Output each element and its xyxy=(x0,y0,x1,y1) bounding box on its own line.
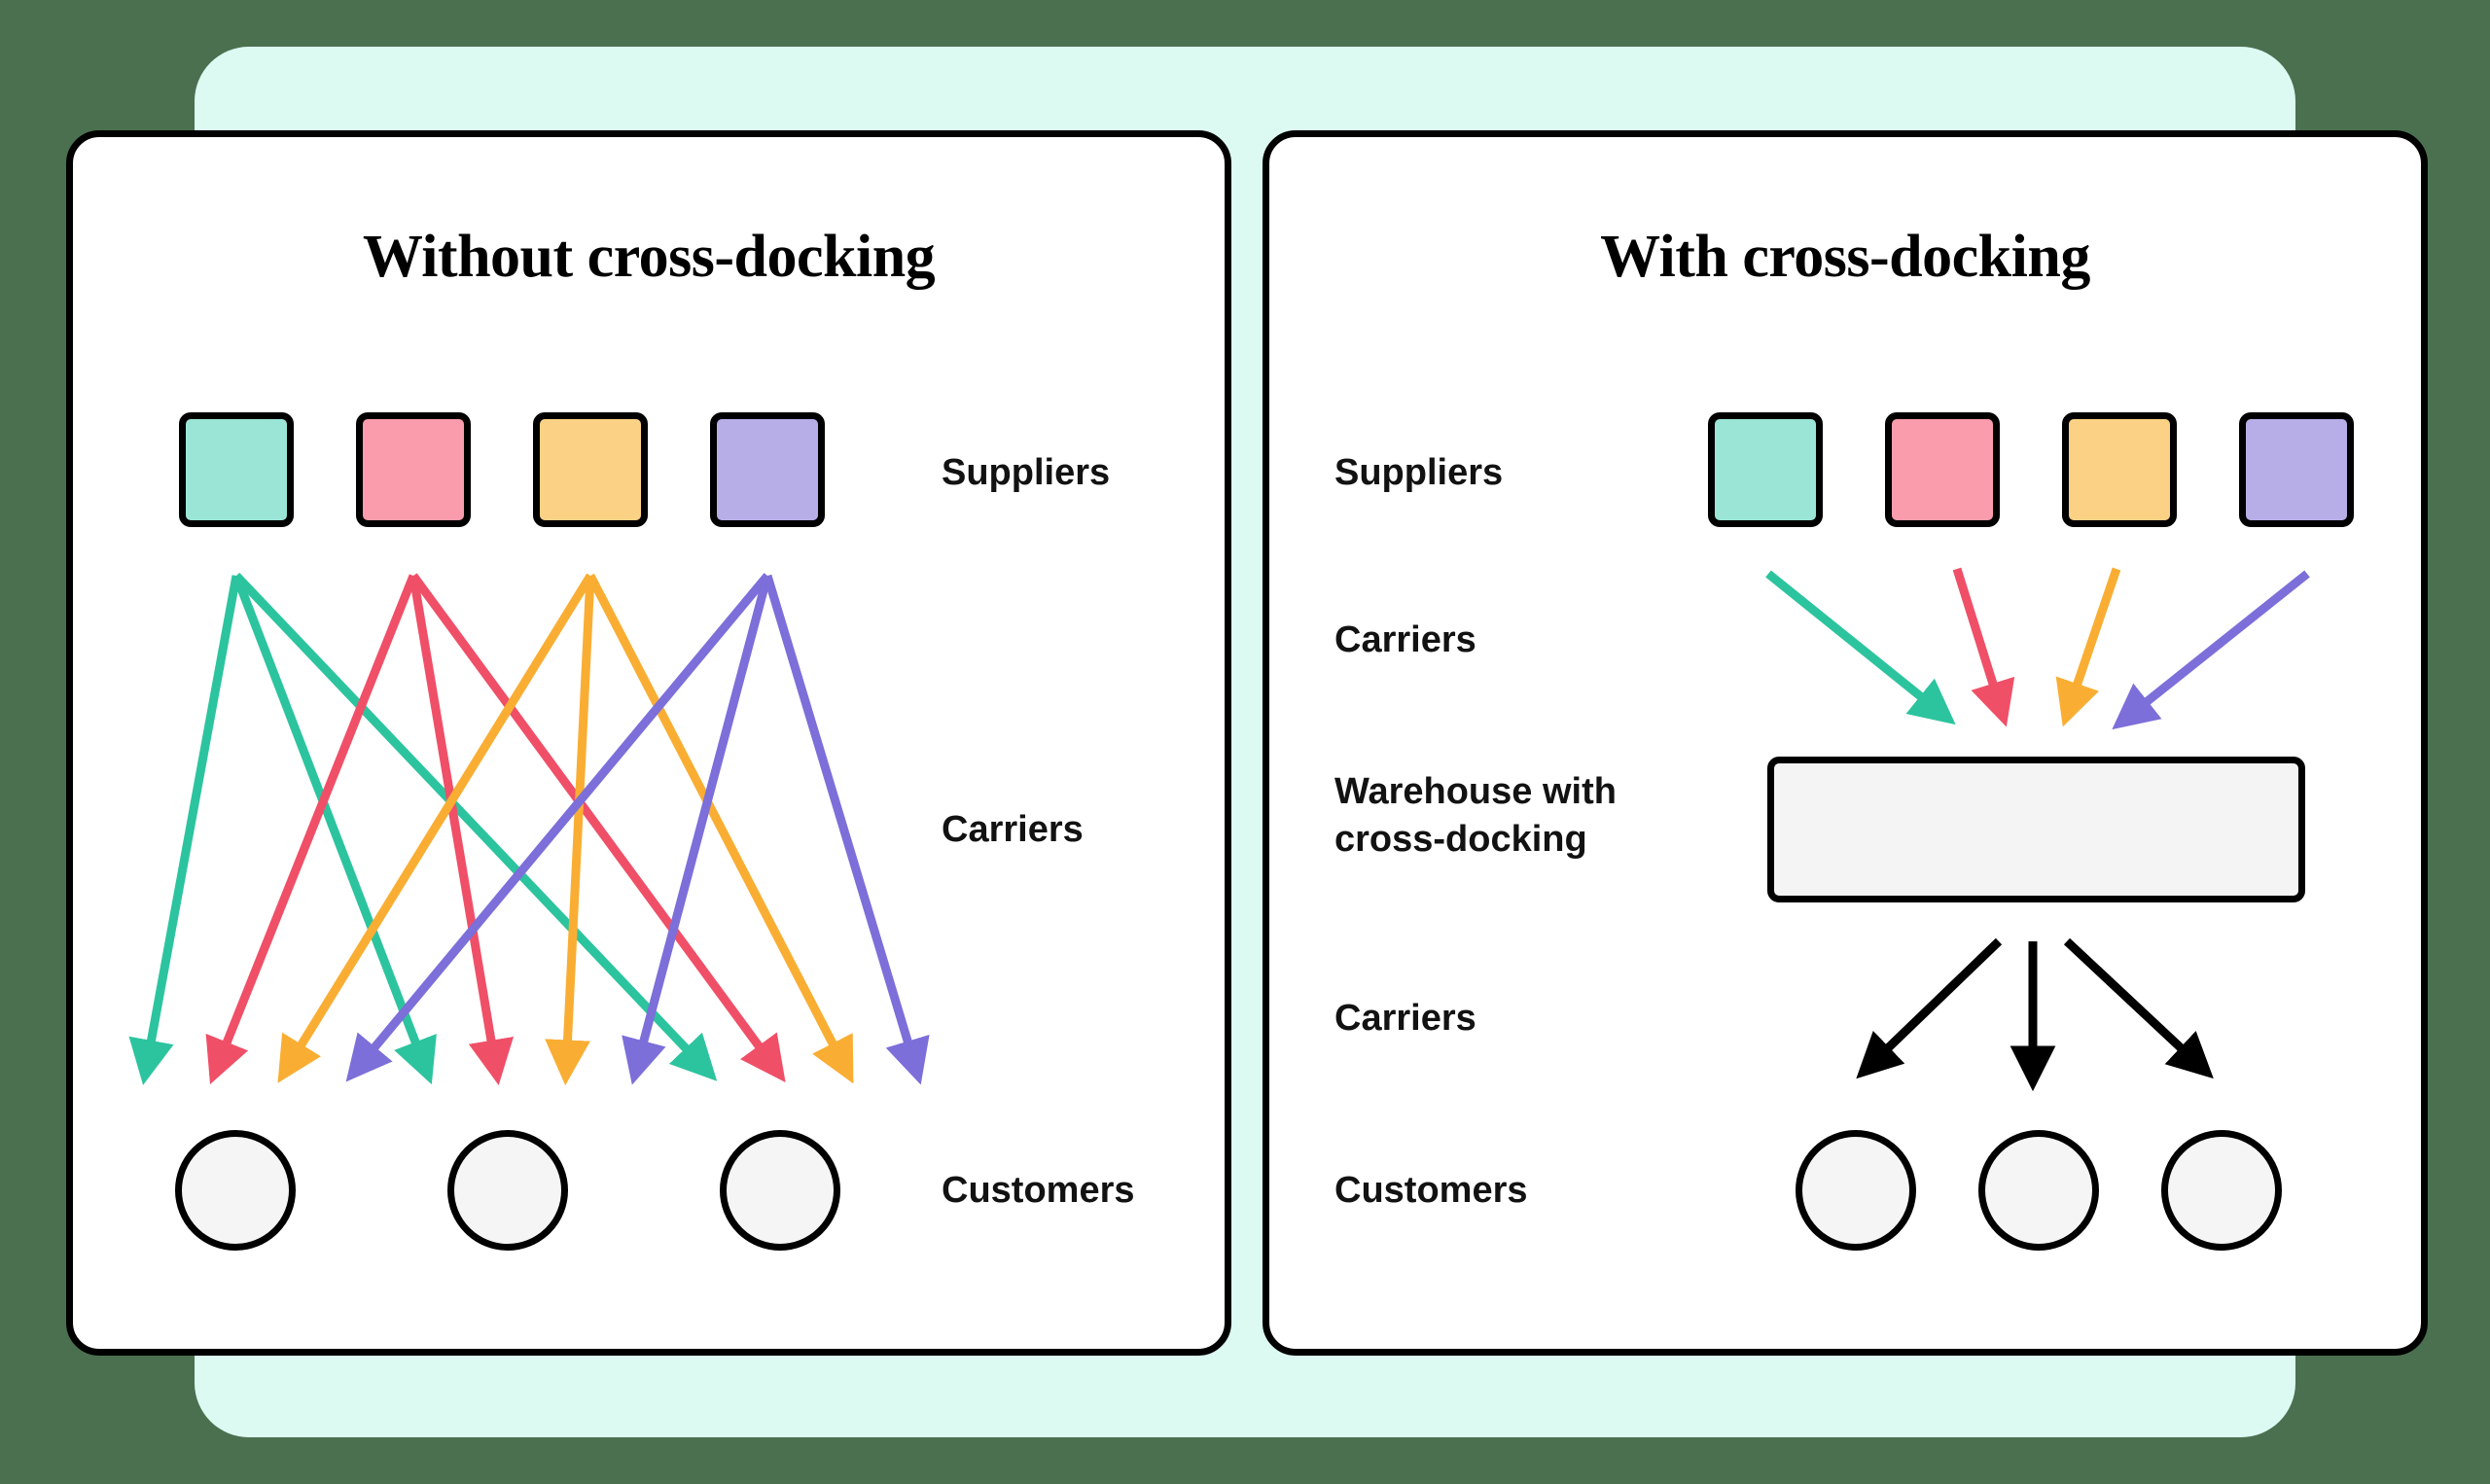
supplier-square-7[interactable] xyxy=(2062,412,2177,527)
row-label-carriers-left: Carriers xyxy=(942,809,1084,850)
supplier-square-6[interactable] xyxy=(1885,412,2000,527)
row-label-customers-right: Customers xyxy=(1334,1170,1528,1211)
customer-circle-5[interactable] xyxy=(1978,1130,2099,1251)
customer-circle-1[interactable] xyxy=(175,1130,296,1251)
customer-circle-3[interactable] xyxy=(720,1130,840,1251)
row-label-carriers-out-right: Carriers xyxy=(1334,998,1476,1039)
panel-title-with: With cross-docking xyxy=(1600,224,2090,290)
panel-title-without: Without cross-docking xyxy=(362,224,936,290)
supplier-square-2[interactable] xyxy=(356,412,471,527)
customer-circle-2[interactable] xyxy=(447,1130,568,1251)
supplier-square-4[interactable] xyxy=(710,412,825,527)
warehouse-cross-dock-box[interactable] xyxy=(1767,757,2305,902)
row-label-suppliers-right: Suppliers xyxy=(1334,452,1504,493)
row-label-warehouse-right: Warehouse with cross-docking xyxy=(1334,771,1617,860)
row-label-customers-left: Customers xyxy=(942,1170,1135,1211)
supplier-square-3[interactable] xyxy=(533,412,648,527)
supplier-square-8[interactable] xyxy=(2239,412,2354,527)
row-label-suppliers-left: Suppliers xyxy=(942,452,1111,493)
customer-circle-6[interactable] xyxy=(2161,1130,2282,1251)
customer-circle-4[interactable] xyxy=(1796,1130,1916,1251)
supplier-square-1[interactable] xyxy=(179,412,294,527)
row-label-carriers-in-right: Carriers xyxy=(1334,619,1476,660)
supplier-square-5[interactable] xyxy=(1708,412,1823,527)
